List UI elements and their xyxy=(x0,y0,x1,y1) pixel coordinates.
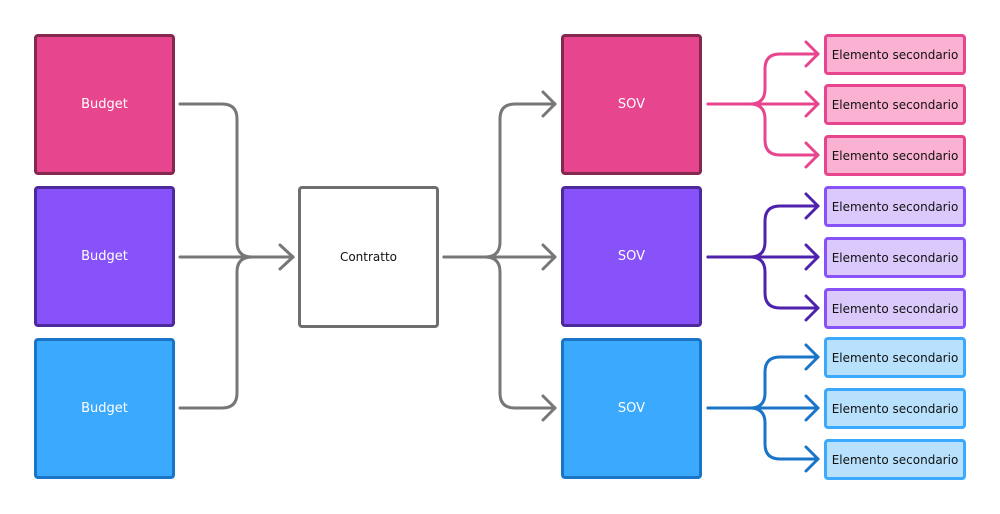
sov-box-1[interactable]: SOV xyxy=(561,34,702,175)
budget-label: Budget xyxy=(81,97,128,112)
child-item-label: Elemento secondario xyxy=(831,452,959,467)
child-item[interactable]: Elemento secondario xyxy=(824,288,966,329)
child-item-label: Elemento secondario xyxy=(831,47,959,62)
sov-box-2[interactable]: SOV xyxy=(561,186,702,327)
sov-1-child-connectors xyxy=(706,40,820,169)
connector-sov-3 xyxy=(442,255,557,410)
arrow-head-sov-1 xyxy=(541,90,557,118)
child-item-label: Elemento secondario xyxy=(831,301,959,316)
child-item-label: Elemento secondario xyxy=(831,250,959,265)
connector-budget-3 xyxy=(178,255,295,410)
budget-box-1[interactable]: Budget xyxy=(34,34,175,175)
arrow-head-sov-2 xyxy=(541,243,557,271)
contract-label: Contratto xyxy=(339,250,398,264)
budget-connectors xyxy=(178,102,295,410)
child-item[interactable]: Elemento secondario xyxy=(824,84,966,125)
sov-box-3[interactable]: SOV xyxy=(561,338,702,479)
budget-label: Budget xyxy=(81,401,128,416)
child-item-label: Elemento secondario xyxy=(831,148,959,163)
child-item[interactable]: Elemento secondario xyxy=(824,439,966,480)
budget-box-3[interactable]: Budget xyxy=(34,338,175,479)
child-item[interactable]: Elemento secondario xyxy=(824,135,966,176)
connector-sov-1 xyxy=(442,102,557,259)
connector-budget-1 xyxy=(178,102,295,259)
child-item-label: Elemento secondario xyxy=(831,199,959,214)
arrow-head-contract xyxy=(278,243,295,271)
budget-box-2[interactable]: Budget xyxy=(34,186,175,327)
contract-box[interactable]: Contratto xyxy=(298,186,439,328)
sov-label: SOV xyxy=(617,249,646,264)
sov-3-child-connectors xyxy=(706,343,820,473)
budget-label: Budget xyxy=(81,249,128,264)
child-item[interactable]: Elemento secondario xyxy=(824,337,966,378)
child-item-label: Elemento secondario xyxy=(831,401,959,416)
child-item-label: Elemento secondario xyxy=(831,97,959,112)
child-item[interactable]: Elemento secondario xyxy=(824,34,966,75)
arrow-head-sov-3 xyxy=(541,394,557,422)
child-item[interactable]: Elemento secondario xyxy=(824,237,966,278)
sov-label: SOV xyxy=(617,401,646,416)
child-item-label: Elemento secondario xyxy=(831,350,959,365)
sov-2-child-connectors xyxy=(706,192,820,322)
child-item[interactable]: Elemento secondario xyxy=(824,186,966,227)
sov-connectors xyxy=(442,90,557,422)
child-item[interactable]: Elemento secondario xyxy=(824,388,966,429)
sov-label: SOV xyxy=(617,97,646,112)
